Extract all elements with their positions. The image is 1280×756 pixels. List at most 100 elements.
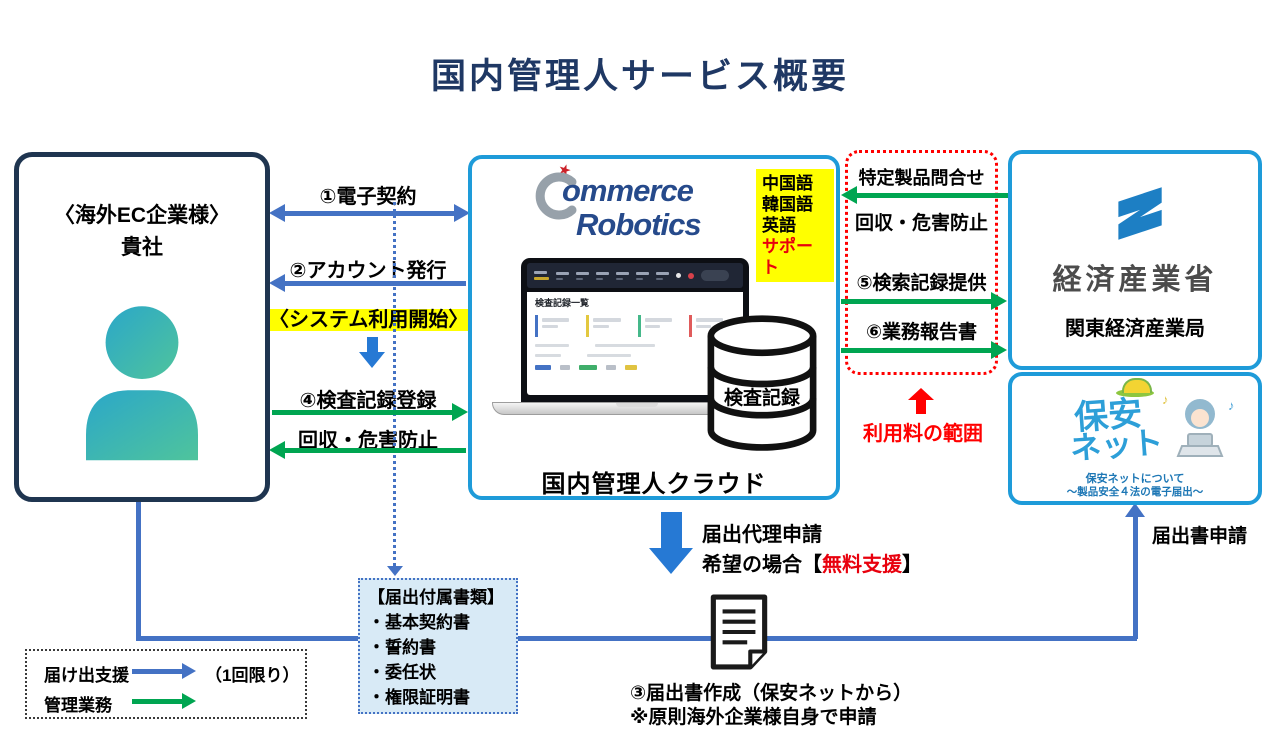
laptop-navbar xyxy=(527,263,743,288)
flow6-label: ⑥業務報告書 xyxy=(865,322,978,343)
nav-item xyxy=(616,271,629,280)
inquiry-label: 特定製品問合せ xyxy=(858,168,985,188)
meti-logo xyxy=(1118,187,1162,240)
lang-chinese: 中国語 xyxy=(762,174,813,193)
flow5-label: ⑤検索記録提供 xyxy=(856,273,987,294)
recall-left-arrow xyxy=(284,448,466,453)
attachments-box: 【届出付属書類】 ・基本契約書 ・誓約書 ・委任状 ・権限証明書 xyxy=(358,578,518,714)
hoan-cap-dome xyxy=(1122,378,1152,393)
flow6-arrow xyxy=(841,348,993,353)
fee-scope-box xyxy=(845,150,998,375)
person-icon xyxy=(86,306,198,461)
nav-item xyxy=(656,271,669,280)
flow1-label: ①電子契約 xyxy=(319,186,417,208)
music-note-icon: ♪ xyxy=(1162,392,1169,407)
page-title: 国内管理人サービス概要 xyxy=(430,57,849,96)
meti-box: 経済産業省 関東経済産業局 xyxy=(1008,150,1262,370)
legend-blue-arrow xyxy=(132,669,184,674)
overseas-company-box: 〈海外EC企業様〉 貴社 xyxy=(14,152,270,502)
cloud-caption: 国内管理人クラウド xyxy=(541,471,767,498)
legend-green-arrow xyxy=(132,699,184,704)
language-support-box: 中国語 韓国語 英語 サポート xyxy=(756,169,834,282)
attachment-item: ・権限証明書 xyxy=(368,688,470,707)
nav-item xyxy=(636,271,649,280)
system-start-down-arrow-shaft xyxy=(367,337,378,354)
nav-item xyxy=(596,271,609,280)
screen-stats-row xyxy=(535,315,735,337)
connector-right-vertical xyxy=(1133,516,1138,639)
overseas-company-line2: 貴社 xyxy=(121,236,163,259)
music-note-icon: ♪ xyxy=(1228,398,1235,413)
database-label: 検査記録 xyxy=(723,388,800,409)
inquiry-arrow xyxy=(856,193,1008,198)
flow5-arrow xyxy=(841,299,993,304)
lang-support: サポート xyxy=(762,237,813,277)
legend-row2-label: 管理業務 xyxy=(44,696,112,715)
proxy-line2-red: 無料支援 xyxy=(822,554,902,576)
attachment-item: ・誓約書 xyxy=(368,638,436,657)
connector-up-arrowhead xyxy=(1125,503,1145,517)
proxy-line2-prefix: 希望の場合【 xyxy=(702,554,822,576)
legend-blue-arrowhead xyxy=(182,663,196,679)
attachment-item: ・委任状 xyxy=(368,663,436,682)
flow6-arrowhead xyxy=(991,341,1007,359)
nav-bell-icon xyxy=(676,273,681,278)
proxy-line2: 希望の場合【無料支援】 xyxy=(702,548,922,577)
logo-crescent-icon xyxy=(535,172,577,220)
doc-caption2: ※原則海外企業様自身で申請 xyxy=(630,707,877,728)
screen-text-row xyxy=(535,354,735,357)
proxy-line2-suffix: 】 xyxy=(902,554,922,576)
flow2-arrow xyxy=(284,281,466,286)
hoan-net-box: 保安 ネット ♪ ♪ 保安ネットについて ～製品安全４法の電子届出～ xyxy=(1008,372,1262,505)
nav-button xyxy=(701,270,729,281)
document-icon xyxy=(710,594,768,670)
meti-name: 経済産業省 xyxy=(1052,264,1218,296)
fee-up-arrow-shaft xyxy=(916,399,926,414)
attachment-item: ・基本契約書 xyxy=(368,613,470,632)
hoan-logo-line2: ネット xyxy=(1069,424,1165,467)
legend-row1-label: 届け出支援 xyxy=(44,666,129,685)
flow4-arrowhead-right xyxy=(452,403,468,421)
system-start-text: 〈システム利用開始〉 xyxy=(266,309,472,331)
legend-row1-note: （1回限り） xyxy=(205,666,300,685)
hoan-sub2: ～製品安全４法の電子届出～ xyxy=(1066,486,1204,498)
dotted-guide-line xyxy=(393,202,396,566)
hoan-character-icon xyxy=(1176,399,1224,457)
logo-text-robotics: Robotics xyxy=(576,207,702,242)
overseas-company-line1: 〈海外EC企業様〉 xyxy=(53,204,231,227)
nav-item xyxy=(534,271,549,280)
doc-caption1: ③届出書作成（保安ネットから） xyxy=(630,683,913,704)
submit-label: 届出書申請 xyxy=(1152,526,1248,547)
proxy-down-arrow-shaft xyxy=(661,512,682,550)
flow4-arrow xyxy=(272,410,454,415)
nav-item xyxy=(556,271,569,280)
hoan-sub1: 保安ネットについて xyxy=(1085,473,1185,485)
flow1-arrow xyxy=(284,211,456,216)
screen-text-row xyxy=(535,344,735,347)
flow2-arrowhead-left xyxy=(269,274,285,292)
connector-bottom-horizontal xyxy=(136,636,1137,641)
proxy-line1: 届出代理申請 xyxy=(702,524,822,546)
lang-english: 英語 xyxy=(762,216,796,235)
flow4-label: ④検査記録登録 xyxy=(299,390,437,412)
meti-sub: 関東経済産業局 xyxy=(1065,318,1205,340)
system-start-down-arrowhead xyxy=(359,352,385,368)
system-start-label: 〈システム利用開始〉 xyxy=(266,303,472,332)
fee-note: 利用料の範囲 xyxy=(863,423,983,445)
laptop-content: 検査記録一覧 xyxy=(527,292,743,395)
legend-box: 届け出支援 （1回限り） 管理業務 xyxy=(25,649,307,719)
commerce-robotics-logo: ★ ommerce Robotics xyxy=(530,160,760,259)
nav-item xyxy=(576,271,589,280)
screen-chips-row xyxy=(535,365,735,370)
legend-green-arrowhead xyxy=(182,693,196,709)
attachments-title: 【届出付属書類】 xyxy=(368,588,504,607)
flow2-label: ②アカウント発行 xyxy=(289,260,447,282)
recall-left-label: 回収・危害防止 xyxy=(298,430,438,452)
lang-korean: 韓国語 xyxy=(762,195,813,214)
screen-title: 検査記録一覧 xyxy=(535,298,590,308)
nav-alert-dot xyxy=(688,272,694,279)
connector-left-vertical xyxy=(136,500,141,639)
fee-up-arrowhead xyxy=(908,388,934,400)
recall-right-label: 回収・危害防止 xyxy=(854,213,988,234)
